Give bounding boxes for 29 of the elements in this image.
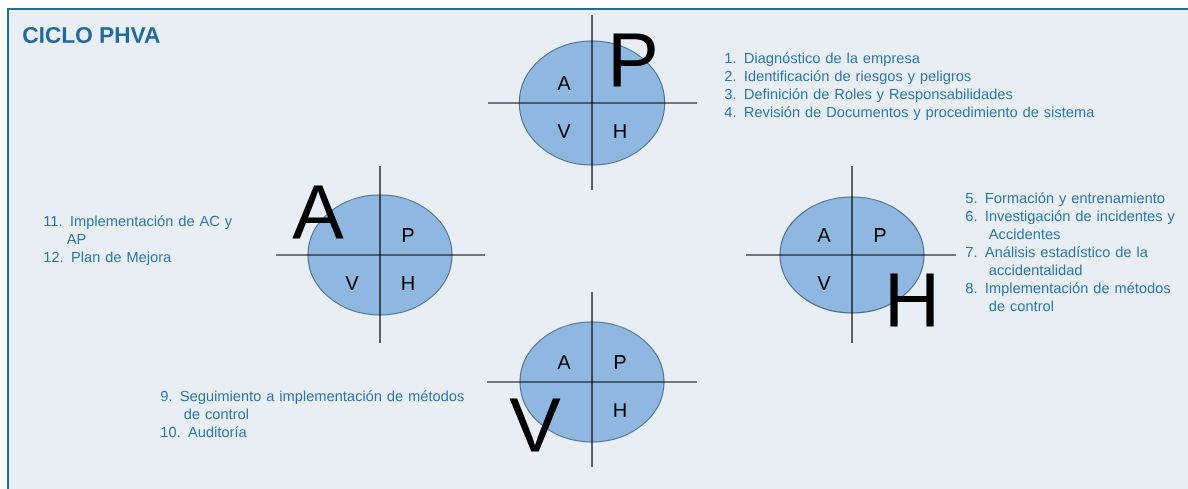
list-item: 6. Investigación de incidentes y Accidentes bbox=[966, 210, 1175, 240]
quadrant-letter: P bbox=[402, 228, 414, 242]
quadrant-letter: V bbox=[345, 276, 359, 290]
quadrant-letter: H bbox=[402, 276, 414, 290]
list-item: 2. Identificación de riesgos y peligros bbox=[725, 70, 971, 85]
quadrant-letter: H bbox=[614, 403, 626, 417]
big-letter: A bbox=[292, 185, 344, 239]
quadrant-letter: A bbox=[557, 355, 571, 369]
list-item: 3. Definición de Roles y Responsabilidades bbox=[724, 88, 1013, 103]
quadrant-letter: A bbox=[817, 228, 831, 242]
list-item: 11. Implementación de AC y AP bbox=[44, 215, 233, 245]
big-letter: V bbox=[509, 398, 561, 452]
big-letter: P bbox=[613, 33, 655, 87]
list-item: 5. Formación y entrenamiento bbox=[965, 192, 1165, 207]
list-item: 1. Diagnóstico de la empresa bbox=[725, 52, 920, 67]
list-item: 9. Seguimiento a implementación de métodos de control bbox=[160, 390, 464, 420]
list-item: 7. Análisis estadístico de la accidentalidad bbox=[966, 246, 1148, 276]
list-item: 4. Revisión de Documentos y procedimiento de sistema bbox=[724, 106, 1095, 121]
quadrant-letter: P bbox=[874, 228, 886, 242]
list-item: 8. Implementación de métodos de control bbox=[965, 282, 1171, 312]
list-item: 10. Auditoría bbox=[161, 426, 247, 438]
title: CICLO PHVA bbox=[23, 26, 160, 44]
quadrant-letter: A bbox=[557, 76, 571, 90]
quadrant-letter: V bbox=[817, 276, 831, 290]
quadrant-letter: V bbox=[557, 124, 571, 138]
quadrant-letter: P bbox=[614, 355, 626, 369]
big-letter: H bbox=[890, 273, 934, 327]
quadrant-letter: H bbox=[614, 124, 626, 138]
list-item: 12. Plan de Mejora bbox=[44, 251, 172, 266]
